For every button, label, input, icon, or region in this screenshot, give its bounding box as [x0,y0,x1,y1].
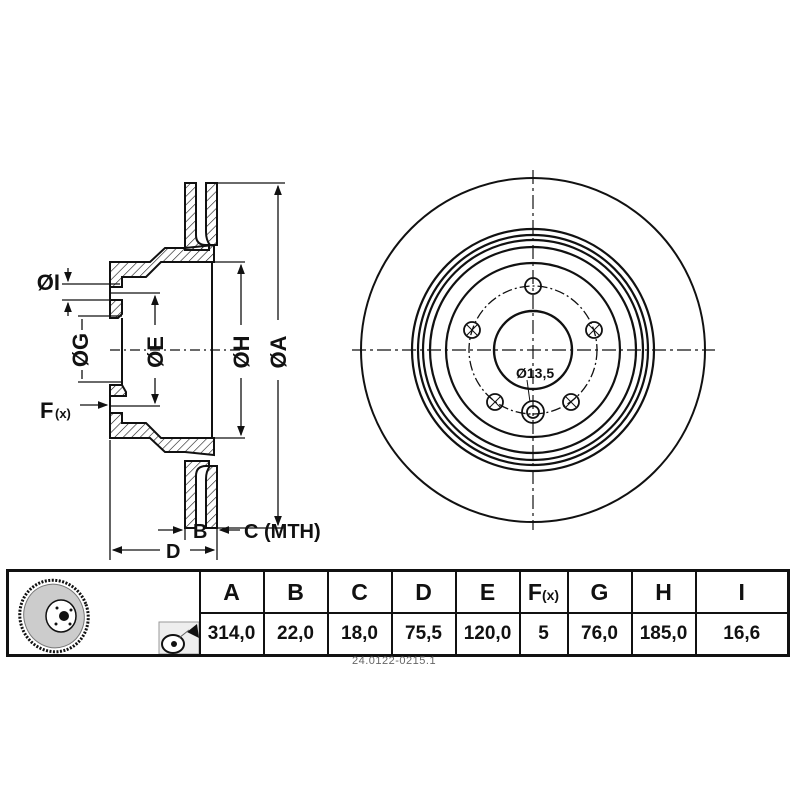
label-b: B [193,521,207,543]
header-b: B [262,569,329,614]
header-f-letter: F [527,578,542,605]
value-d: 75,5 [390,612,457,657]
label-f: F [40,398,53,423]
brake-disc-icon [18,578,199,654]
bolt-holes [463,277,603,424]
cleaning-spray-icon [158,621,199,654]
header-i: I [694,569,790,614]
label-e: ØE [143,336,168,368]
dimension-labels: ØI ØG ØE ØH ØA F (x) B C (MTH) D [37,270,321,563]
cross-section-view [109,182,218,529]
technical-drawing: ØI ØG ØE ØH ØA F (x) B C (MTH) D Ø13,5 [37,170,715,563]
label-f-sub: (x) [55,406,71,421]
header-h: H [630,569,697,614]
dimension-lines [62,182,285,560]
header-g: G [566,569,633,614]
image-cell [6,569,201,657]
value-h: 185,0 [630,612,697,657]
label-a: ØA [266,335,291,368]
label-c: C (MTH) [244,521,321,543]
label-hole-diameter: Ø13,5 [516,365,554,381]
value-f: 5 [518,612,569,657]
value-g: 76,0 [566,612,633,657]
label-i: ØI [37,270,60,295]
value-b: 22,0 [262,612,329,657]
value-a: 314,0 [198,612,265,657]
label-h: ØH [229,336,254,369]
header-d: D [390,569,457,614]
header-a: A [198,569,265,614]
label-d: D [166,541,180,563]
spec-table: A B C D E F(x) G H I 314,0 22,0 18,0 75,… [6,569,790,657]
part-number-caption: 24.0122-0215.1 [352,655,437,667]
header-c: C [326,569,393,614]
header-f-sub: (x) [541,586,560,603]
front-view: Ø13,5 [352,170,715,530]
value-i: 16,6 [694,612,790,657]
header-e: E [454,569,521,614]
label-g: ØG [68,333,93,367]
header-f: F(x) [518,569,569,614]
value-c: 18,0 [326,612,393,657]
value-e: 120,0 [454,612,521,657]
